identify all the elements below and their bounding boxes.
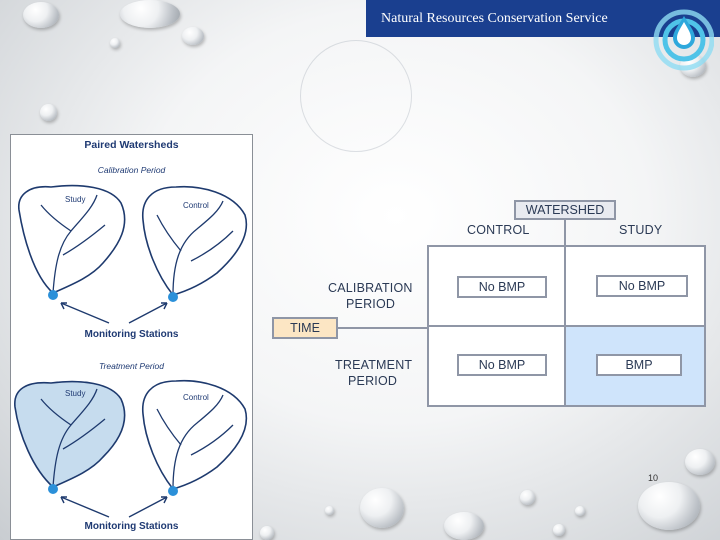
water-drop-decoration xyxy=(40,104,57,121)
control-monitoring-station-icon xyxy=(168,292,178,302)
monitoring-stations-label: Monitoring Stations xyxy=(84,521,179,532)
header-banner: Natural Resources Conservation Service xyxy=(366,0,720,37)
study-label: Study xyxy=(65,195,86,204)
study-streams-treated xyxy=(40,388,106,488)
study-watershed-treated xyxy=(14,380,126,488)
study-streams xyxy=(40,194,106,294)
study-monitoring-station-icon xyxy=(48,290,58,300)
treat-control-cell: No BMP xyxy=(457,354,547,376)
treatment-period-label: Treatment Period xyxy=(98,361,165,371)
control-column-label: CONTROL xyxy=(467,223,530,237)
monitoring-arrows xyxy=(60,496,168,518)
treat-study-cell: BMP xyxy=(596,354,682,376)
control-monitoring-station-icon xyxy=(168,486,178,496)
water-drop-decoration xyxy=(520,490,535,505)
treatment-row-label-1: TREATMENT xyxy=(335,358,413,372)
figure-title: Paired Watersheds xyxy=(84,139,179,151)
water-drop-decoration xyxy=(638,482,700,530)
water-drop-decoration xyxy=(110,38,120,48)
study-column-label: STUDY xyxy=(619,223,663,237)
matrix-horizontal-divider xyxy=(427,325,706,327)
time-axis-box: TIME xyxy=(272,317,338,339)
study-watershed-outline xyxy=(18,184,126,294)
water-drop-decoration xyxy=(553,524,565,536)
control-watershed-outline-2 xyxy=(142,379,248,490)
time-label: TIME xyxy=(290,321,320,335)
water-ring-decoration xyxy=(300,40,412,152)
page-number: 10 xyxy=(648,473,659,483)
monitoring-stations-label: Monitoring Stations xyxy=(84,329,179,340)
water-drop-decoration xyxy=(685,449,715,475)
calibration-period-label: Calibration Period xyxy=(97,165,166,175)
cal-study-cell: No BMP xyxy=(596,275,688,297)
paired-watersheds-figure: Paired Watersheds Calibration Period Stu… xyxy=(10,134,253,540)
water-drop-logo-icon xyxy=(653,9,714,71)
time-connector xyxy=(338,327,427,329)
treatment-row-label-2: PERIOD xyxy=(348,374,398,388)
study-monitoring-station-icon xyxy=(48,484,58,494)
water-drop-decoration xyxy=(120,0,180,28)
control-streams xyxy=(156,200,234,296)
water-drop-decoration xyxy=(360,488,404,528)
water-drop-decoration xyxy=(575,506,585,516)
control-watershed-outline xyxy=(142,185,248,296)
water-drop-decoration xyxy=(444,512,484,540)
calibration-row-label-1: CALIBRATION xyxy=(328,281,413,295)
calibration-row-label-2: PERIOD xyxy=(346,297,396,311)
water-drop-decoration xyxy=(23,2,59,28)
monitoring-arrows xyxy=(60,302,168,324)
watershed-maps-drawing xyxy=(14,184,248,518)
watershed-label: WATERSHED xyxy=(525,203,605,217)
water-drop-decoration xyxy=(182,27,204,45)
water-drop-decoration xyxy=(325,506,334,515)
study-label: Study xyxy=(65,389,86,398)
control-label: Control xyxy=(183,393,209,402)
control-label: Control xyxy=(183,201,209,210)
water-drop-decoration xyxy=(260,526,274,540)
header-title: Natural Resources Conservation Service xyxy=(381,11,608,26)
cal-control-cell: No BMP xyxy=(457,276,547,298)
control-streams-2 xyxy=(156,394,234,490)
watershed-connector xyxy=(564,220,566,245)
watershed-header-box: WATERSHED xyxy=(514,200,616,220)
